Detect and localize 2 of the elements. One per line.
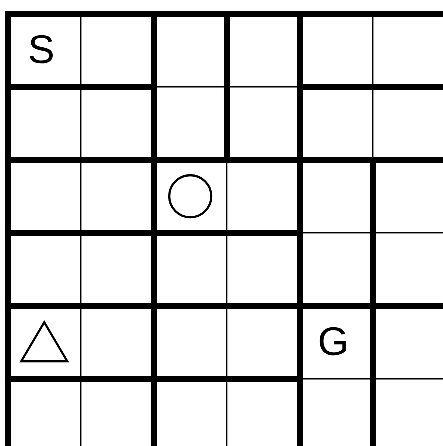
- cell-label: G: [320, 327, 346, 356]
- cell-label: S: [30, 35, 53, 64]
